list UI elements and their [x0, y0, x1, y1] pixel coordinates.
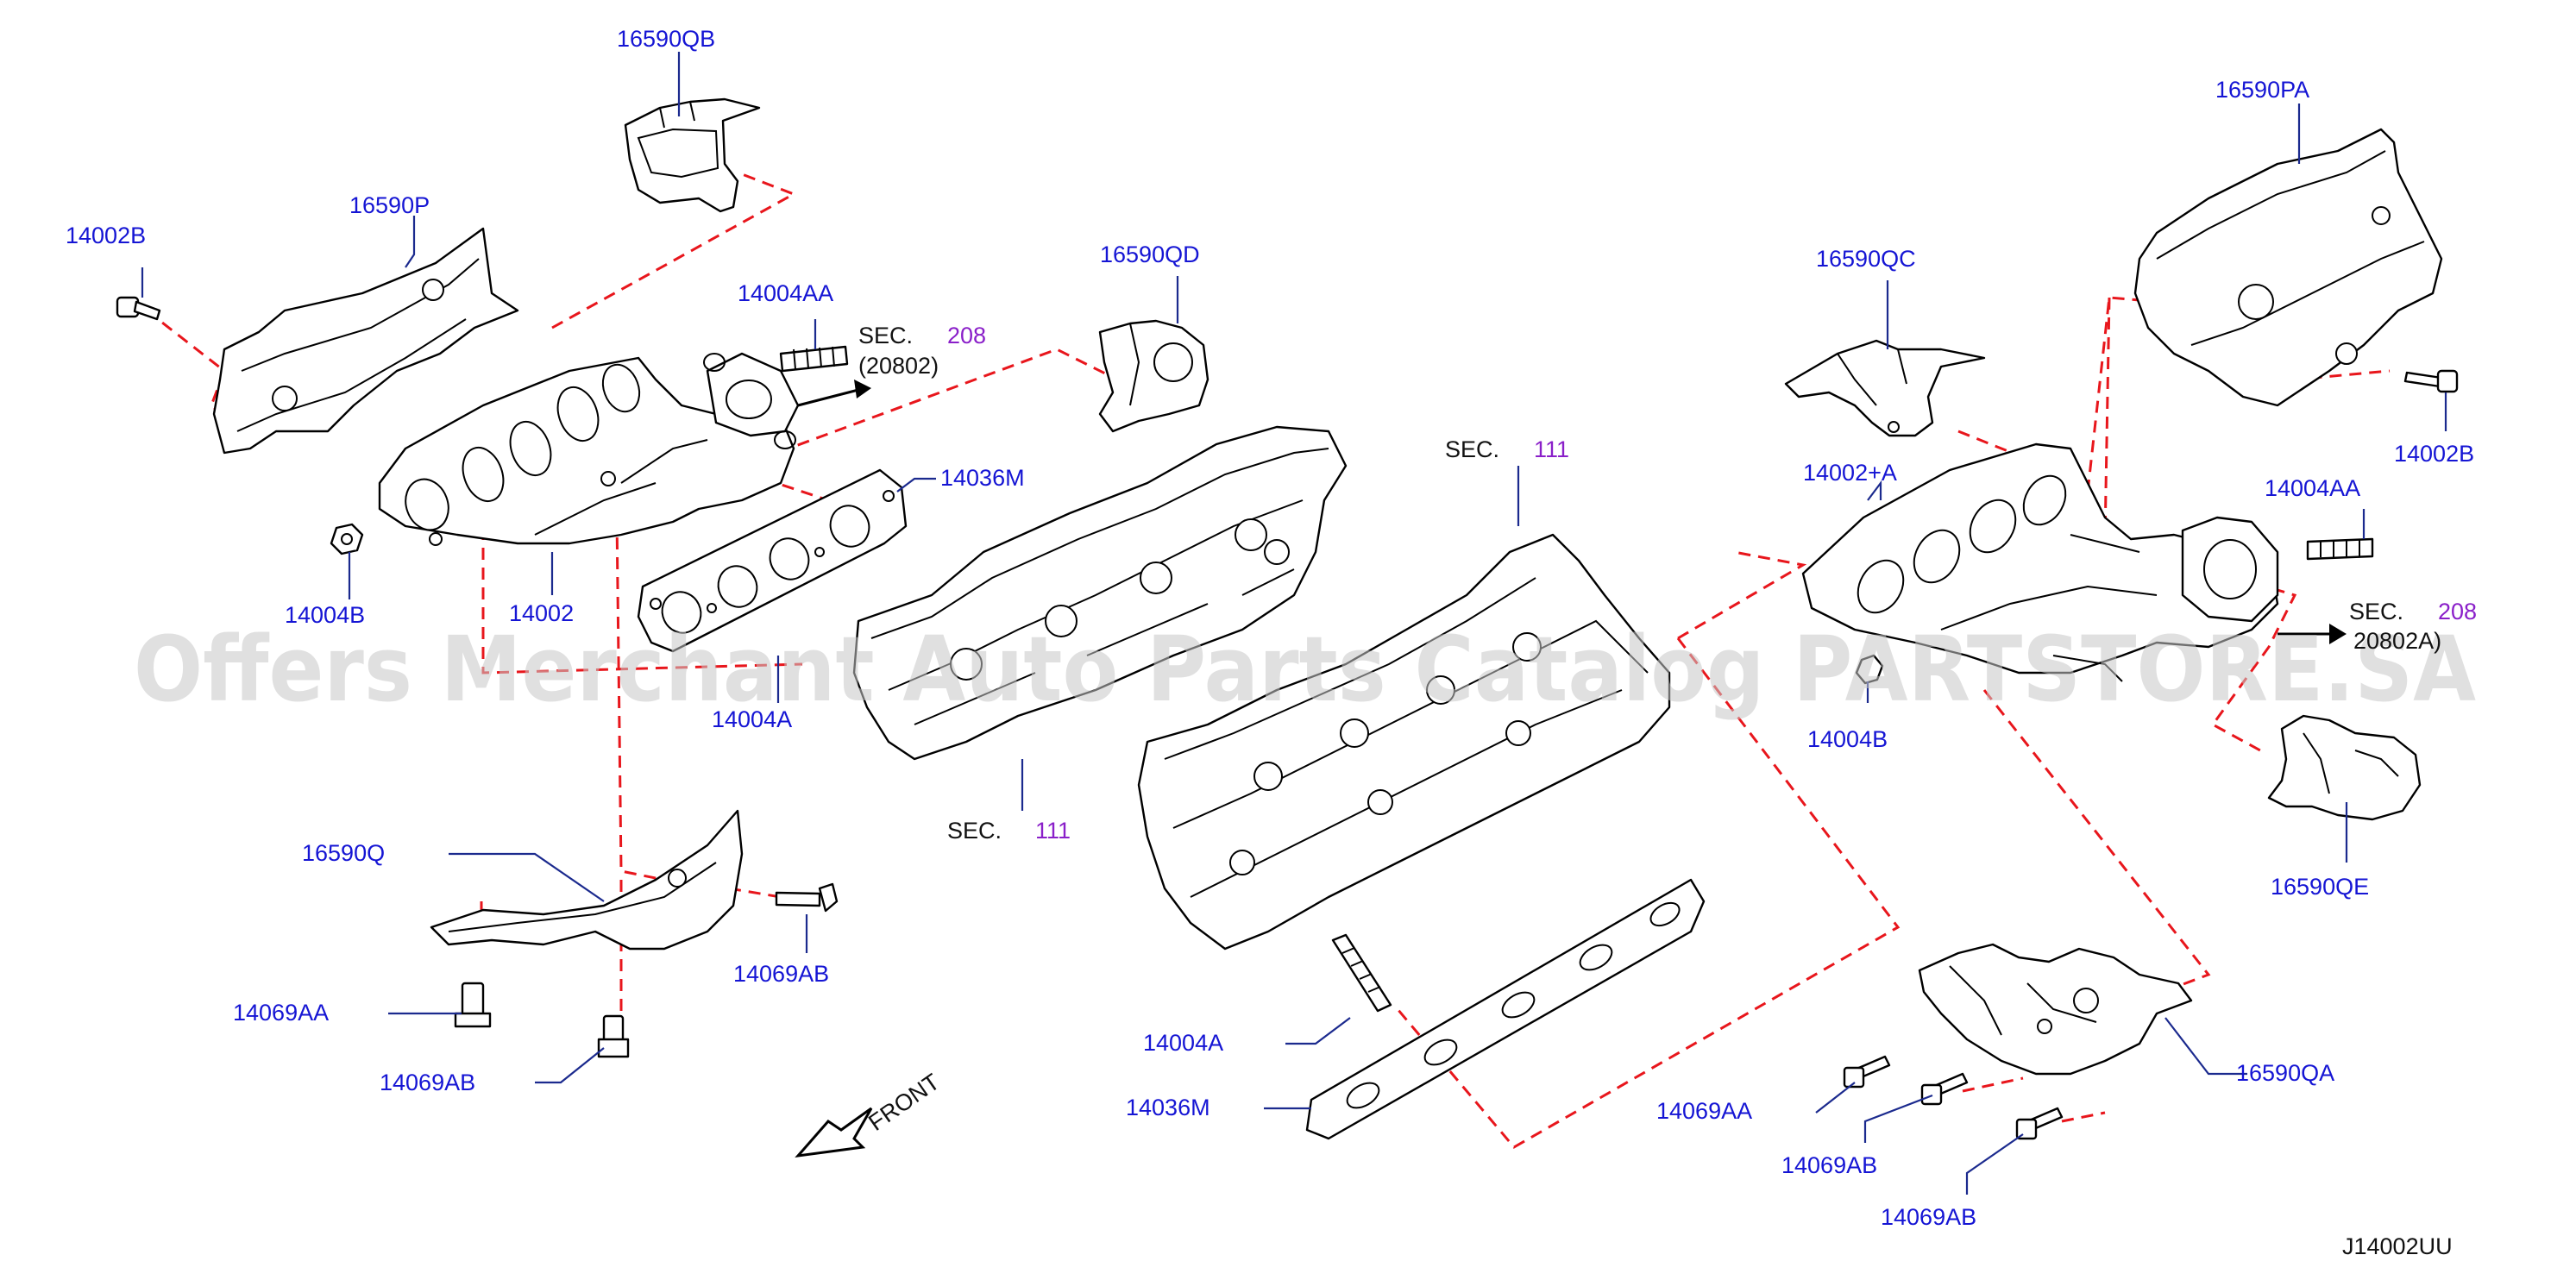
bolt-14002b-right — [2403, 369, 2459, 393]
exhaust-manifold-14002a — [1801, 442, 2279, 682]
label-14036m-top: 14036M — [940, 465, 1025, 491]
sec-111-right-number: 111 — [1534, 436, 1569, 462]
sec-208-left-number: 208 — [947, 323, 986, 348]
label-14002a: 14002+A — [1803, 460, 1897, 486]
label-14069ab-right-1: 14069AB — [1781, 1152, 1877, 1178]
label-14069ab-left-low: 14069AB — [380, 1070, 475, 1095]
label-14004b-right: 14004B — [1807, 726, 1888, 752]
sec-208-right-number: 208 — [2438, 599, 2477, 624]
label-14069aa-left: 14069AA — [233, 1000, 329, 1026]
bolt-14069ab-right-1 — [1920, 1072, 1969, 1106]
label-14069ab-left-right: 14069AB — [733, 961, 829, 987]
section-refs: SEC. 208 (20802) SEC. 111 SEC. 111 SEC. … — [858, 323, 2477, 844]
label-14004a-top: 14004A — [712, 706, 792, 732]
diagram-code: J14002UU — [2342, 1233, 2453, 1259]
label-16590p: 16590P — [349, 192, 430, 218]
sec-111-right-prefix: SEC. — [1445, 436, 1499, 462]
nut-14004b-right — [1855, 654, 1884, 685]
sec-111-left-number: 111 — [1035, 818, 1071, 844]
label-14036m-low: 14036M — [1126, 1095, 1210, 1120]
gasket-14036m-low — [1305, 878, 1706, 1140]
label-16590qa: 16590QA — [2236, 1060, 2334, 1086]
stud-14004aa-right — [2306, 537, 2374, 561]
heat-shield-16590q — [430, 809, 744, 951]
heat-shield-16590qb — [624, 97, 761, 213]
heat-shield-16590qc — [1784, 339, 1986, 437]
heat-shield-16590pa — [2133, 128, 2443, 407]
arrow-sec-208-right — [2278, 624, 2347, 644]
label-14002b-right: 14002B — [2394, 441, 2474, 467]
cylinder-head-left — [852, 425, 1348, 761]
bolt-14069ab-left-right — [775, 882, 839, 913]
label-14004aa-left: 14004AA — [738, 280, 833, 306]
label-16590q: 16590Q — [302, 840, 385, 866]
heat-shield-16590qd — [1098, 319, 1209, 433]
front-arrow-icon — [795, 1107, 873, 1158]
leader-lines — [141, 52, 2447, 1195]
bolt-14002b-left — [116, 296, 161, 321]
part-labels: 16590QB 14002B 16590P 14004AA 16590QD 14… — [66, 26, 2474, 1230]
label-14069ab-right-2: 14069AB — [1881, 1204, 1976, 1230]
sec-208-left-sub: (20802) — [858, 353, 939, 379]
bolt-14069aa-left — [454, 982, 492, 1028]
sec-111-left-prefix: SEC. — [947, 818, 1002, 844]
watermark: Offers Merchant Auto Parts Catalog PARTS… — [134, 617, 2476, 722]
exhaust-manifold-14002 — [378, 352, 800, 546]
label-16590qd: 16590QD — [1100, 242, 1200, 267]
label-16590pa: 16590PA — [2215, 77, 2309, 103]
bolt-14069ab-right-2 — [2015, 1107, 2064, 1140]
label-16590qb: 16590QB — [617, 26, 715, 52]
label-14002: 14002 — [509, 600, 574, 626]
cylinder-head-right — [1137, 533, 1671, 951]
stud-14004a-low — [1331, 933, 1392, 1013]
label-14004a-low: 14004A — [1143, 1030, 1223, 1056]
heat-shield-16590qa — [1918, 943, 2193, 1076]
nut-14004b-left — [330, 523, 364, 555]
label-14002b-left: 14002B — [66, 223, 146, 248]
label-16590qc: 16590QC — [1816, 246, 1916, 272]
bolt-14069ab-left-low — [597, 1014, 630, 1058]
front-label: FRONT — [864, 1069, 944, 1136]
arrow-sec-208-left — [797, 380, 871, 407]
label-16590qe: 16590QE — [2271, 874, 2369, 900]
heat-shield-16590p — [212, 227, 519, 455]
sec-208-left-prefix: SEC. — [858, 323, 913, 348]
sec-208-right-prefix: SEC. — [2349, 599, 2403, 624]
gasket-14036m-top — [637, 468, 908, 653]
bolt-14069aa-right — [1843, 1055, 1891, 1089]
label-14004aa-right: 14004AA — [2265, 475, 2360, 501]
stud-14004aa-left — [779, 345, 849, 373]
heat-shield-16590qe — [2267, 714, 2422, 821]
label-14069aa-right: 14069AA — [1656, 1098, 1752, 1124]
label-14004b-left: 14004B — [285, 602, 365, 628]
sec-208-right-sub: 20802A) — [2353, 628, 2441, 654]
